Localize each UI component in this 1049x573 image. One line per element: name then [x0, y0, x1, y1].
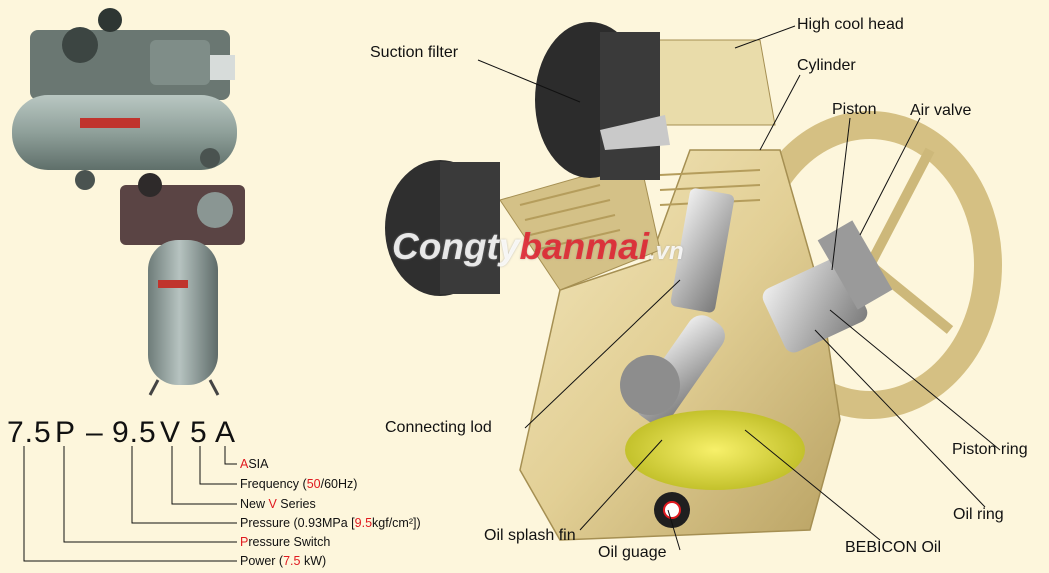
label-oil-ring: Oil ring [953, 506, 1004, 523]
crankshaft [620, 355, 680, 415]
code-power: 7.5 [7, 416, 52, 449]
code-a: A [215, 416, 237, 449]
horizontal-tank [12, 95, 237, 170]
flywheel-spoke [865, 147, 935, 268]
leader-lines [477, 25, 1001, 551]
label-suction-filter: Suction filter [370, 44, 459, 61]
suction-filter-body [600, 32, 660, 180]
legend-pressure: Pressure (0.93MPa [9.5kgf/cm²]) [240, 516, 421, 530]
code-p: P [55, 416, 77, 449]
air-valve-body [817, 220, 893, 310]
wheel-left [75, 170, 95, 190]
legend-pressure-switch: Pressure Switch [240, 535, 331, 549]
label-high-cool-head: High cool head [797, 16, 904, 33]
pump-filter [98, 8, 122, 32]
vertical-brand-plate [158, 280, 188, 288]
label-oil-splash-fin: Oil splash fin [484, 527, 576, 544]
watermark-part2: banmai [519, 226, 649, 267]
watermark-part1: Congty [392, 226, 520, 267]
label-cylinder: Cylinder [797, 57, 856, 74]
label-air-valve: Air valve [910, 102, 972, 119]
pressure-switch-box [210, 55, 235, 80]
pump-cutaway [385, 22, 1002, 541]
legend-power: Power (7.5 kW) [240, 554, 327, 568]
label-bebicon-oil: BEBICON Oil [845, 539, 942, 556]
label-piston: Piston [832, 101, 877, 118]
tank-leg [208, 379, 220, 396]
legend-frequency: Frequency (50/60Hz) [240, 477, 358, 491]
left-piston [670, 188, 735, 313]
vertical-pump-head [138, 173, 162, 197]
label-piston-ring: Piston ring [952, 441, 1028, 458]
brand-plate [80, 118, 140, 128]
cooling-fins [519, 169, 761, 251]
legend-series: New V Series [240, 497, 316, 511]
code-bracket-lines [23, 446, 237, 562]
piston [762, 257, 868, 353]
wheel-right [200, 148, 220, 168]
vertical-tank-compressor [120, 173, 245, 396]
pulley-body [440, 162, 500, 294]
label-connecting-rod: Connecting lod [385, 419, 492, 436]
suction-filter-outlet [600, 115, 670, 150]
watermark: Congtybanmai.vn [392, 226, 684, 268]
label-oil-gauge: Oil guage [598, 544, 667, 561]
code-v: V [160, 416, 182, 449]
code-dash: – [86, 416, 104, 449]
horizontal-tank-compressor [12, 8, 237, 190]
motor [150, 40, 210, 85]
watermark-part3: .vn [648, 238, 684, 265]
oil-sump [625, 410, 805, 490]
code-pressure: 9.5 [112, 416, 157, 449]
pump-head [62, 27, 98, 63]
code-five: 5 [190, 416, 208, 449]
legend-asia: ASIA [240, 457, 269, 471]
vertical-tank [148, 240, 218, 385]
vertical-motor [197, 192, 233, 228]
tank-leg [148, 379, 160, 396]
oil-gauge-window [663, 501, 681, 519]
